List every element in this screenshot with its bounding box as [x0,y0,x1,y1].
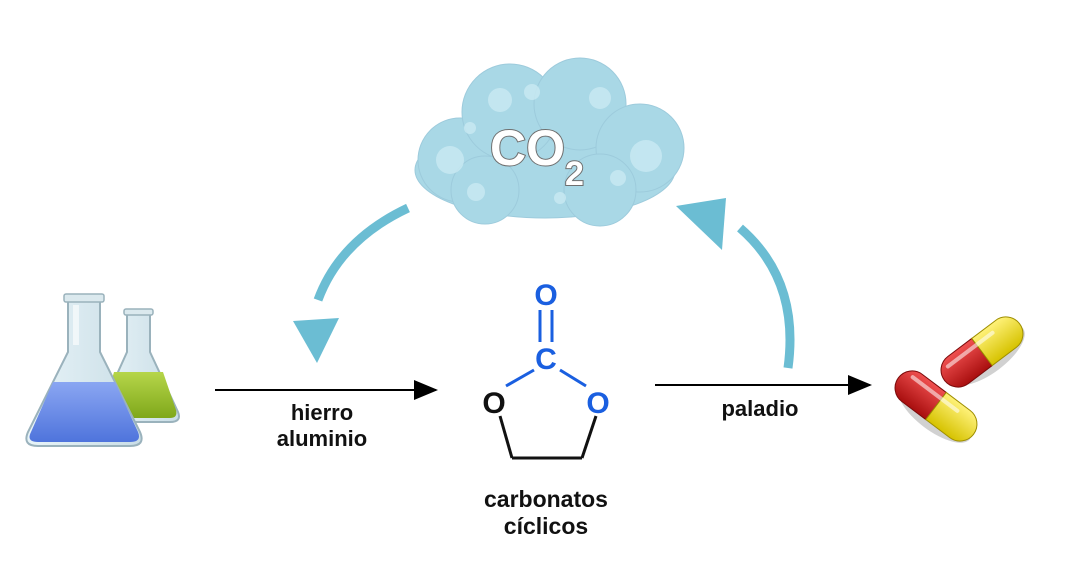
co2-formula: CO2 [490,120,584,193]
reaction-right-label: paladio [680,396,840,422]
blue-flask [25,293,143,447]
reaction-right-text: paladio [721,396,799,421]
molecule-label-line2: cíclicos [503,513,589,539]
capsule-top [940,316,1025,388]
reaction-left-label: hierro aluminio [232,400,412,452]
cycle-arrow-left-head [293,318,339,363]
capsule-bottom [894,370,978,443]
reaction-left-line2: aluminio [276,426,368,451]
cycle-arrow-right-shaft [737,224,795,369]
molecule-label: carbonatos cíclicos [436,486,656,540]
molecule-bonds [498,310,598,460]
cycle-arrow-left-shaft [313,203,410,302]
atom-right-oxygen: O [586,387,609,420]
molecule-label-line1: carbonatos [484,486,608,512]
cloud-bubbles [436,84,662,204]
reaction-left-line1: hierro [290,400,354,425]
flasks-icon [25,293,180,447]
cyclic-carbonate-molecule: O C O O [482,279,610,460]
cycle-arrow-left [293,203,410,363]
atom-carbon: C [535,343,557,376]
co2-subscript: 2 [565,155,584,193]
atom-left-oxygen: O [482,387,505,420]
cycle-arrow-right [676,198,795,369]
atom-top-oxygen: O [534,279,557,312]
co2-main: CO [490,120,565,176]
cycle-arrow-right-head [676,198,726,250]
co2-cloud: CO2 [414,57,685,227]
capsules-icon [894,316,1025,443]
